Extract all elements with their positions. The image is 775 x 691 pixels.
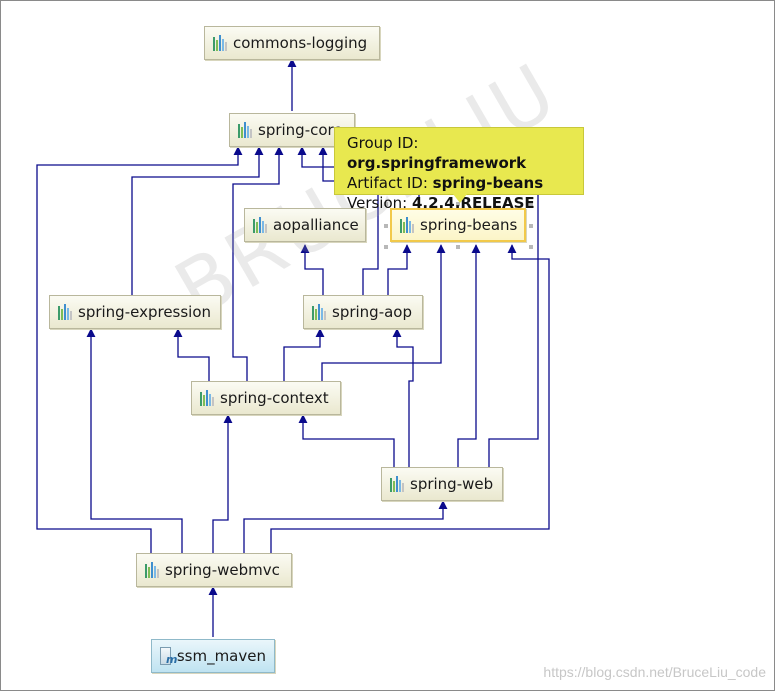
node-label: spring-core	[258, 121, 343, 139]
tooltip-pointer	[453, 194, 467, 203]
library-icon	[200, 390, 214, 406]
edge-spring-webmvc-spring-expression	[86, 328, 183, 553]
tooltip-artifact-label: Artifact ID:	[347, 174, 433, 192]
selection-handle[interactable]	[529, 245, 533, 249]
edge-spring-context-spring-aop	[283, 328, 325, 381]
library-icon	[400, 217, 414, 233]
tooltip-version-row: Version: 4.2.4.RELEASE	[347, 193, 583, 213]
tooltip-version-value: 4.2.4.RELEASE	[411, 194, 535, 212]
node-spring-expression[interactable]: spring-expression	[49, 295, 221, 329]
node-commons-logging[interactable]: commons-logging	[204, 26, 380, 60]
node-label: spring-aop	[332, 303, 413, 321]
node-spring-beans[interactable]: spring-beans	[390, 208, 526, 242]
edge-spring-webmvc-spring-core	[36, 146, 243, 553]
node-spring-webmvc[interactable]: spring-webmvc	[136, 553, 292, 587]
edge-spring-webmvc-spring-beans	[270, 244, 550, 553]
edge-spring-webmvc-spring-context	[212, 414, 233, 553]
node-label: spring-expression	[78, 303, 212, 321]
edge-spring-webmvc-spring-web	[243, 500, 448, 553]
library-icon	[145, 562, 159, 578]
tooltip-group-row: Group ID: org.springframework	[347, 133, 583, 173]
node-label: spring-webmvc	[165, 561, 280, 579]
edge-spring-web-spring-aop	[392, 328, 414, 467]
node-spring-web[interactable]: spring-web	[381, 467, 503, 501]
node-label: aopalliance	[273, 216, 359, 234]
maven-module-icon: m	[160, 647, 177, 666]
library-icon	[253, 217, 267, 233]
library-icon	[390, 476, 404, 492]
node-label: ssm_maven	[176, 647, 266, 665]
node-spring-aop[interactable]: spring-aop	[303, 295, 423, 329]
selection-handle[interactable]	[384, 224, 388, 228]
node-label: spring-context	[220, 389, 329, 407]
library-icon	[238, 122, 252, 138]
node-spring-context[interactable]: spring-context	[191, 381, 341, 415]
edge-spring-context-spring-beans	[321, 244, 446, 381]
edge-spring-expression-spring-core	[131, 146, 264, 295]
selection-handle[interactable]	[456, 245, 460, 249]
edge-spring-context-spring-expression	[173, 328, 210, 381]
tooltip-version-label: Version:	[347, 194, 412, 212]
edge-spring-web-spring-beans	[457, 244, 481, 467]
node-label: spring-beans	[420, 216, 518, 234]
edge-spring-aop-spring-beans	[387, 244, 412, 295]
edge-spring-web-spring-core	[297, 146, 539, 467]
selection-handle[interactable]	[384, 202, 388, 206]
selection-handle[interactable]	[384, 245, 388, 249]
node-aopalliance[interactable]: aopalliance	[244, 208, 366, 242]
node-label: spring-web	[410, 475, 494, 493]
library-icon	[312, 304, 326, 320]
library-icon	[58, 304, 72, 320]
library-icon	[213, 35, 227, 51]
artifact-tooltip: Group ID: org.springframework Artifact I…	[334, 127, 584, 212]
edge-spring-aop-spring-core	[318, 146, 379, 295]
selection-handle[interactable]	[529, 202, 533, 206]
edge-spring-aop-aopalliance	[300, 244, 324, 295]
node-label: commons-logging	[233, 34, 368, 52]
tooltip-group-value: org.springframework	[347, 154, 527, 172]
node-ssm-maven[interactable]: m ssm_maven	[151, 639, 275, 673]
tooltip-group-label: Group ID:	[347, 134, 419, 152]
tooltip-artifact-row: Artifact ID: spring-beans	[347, 173, 583, 193]
edge-spring-web-spring-context	[298, 414, 395, 467]
credit-text: https://blog.csdn.net/BruceLiu_code	[543, 664, 766, 680]
selection-handle[interactable]	[529, 224, 533, 228]
edge-spring-context-spring-core	[232, 146, 284, 381]
selection-handle[interactable]	[456, 202, 460, 206]
tooltip-artifact-value: spring-beans	[432, 174, 544, 192]
